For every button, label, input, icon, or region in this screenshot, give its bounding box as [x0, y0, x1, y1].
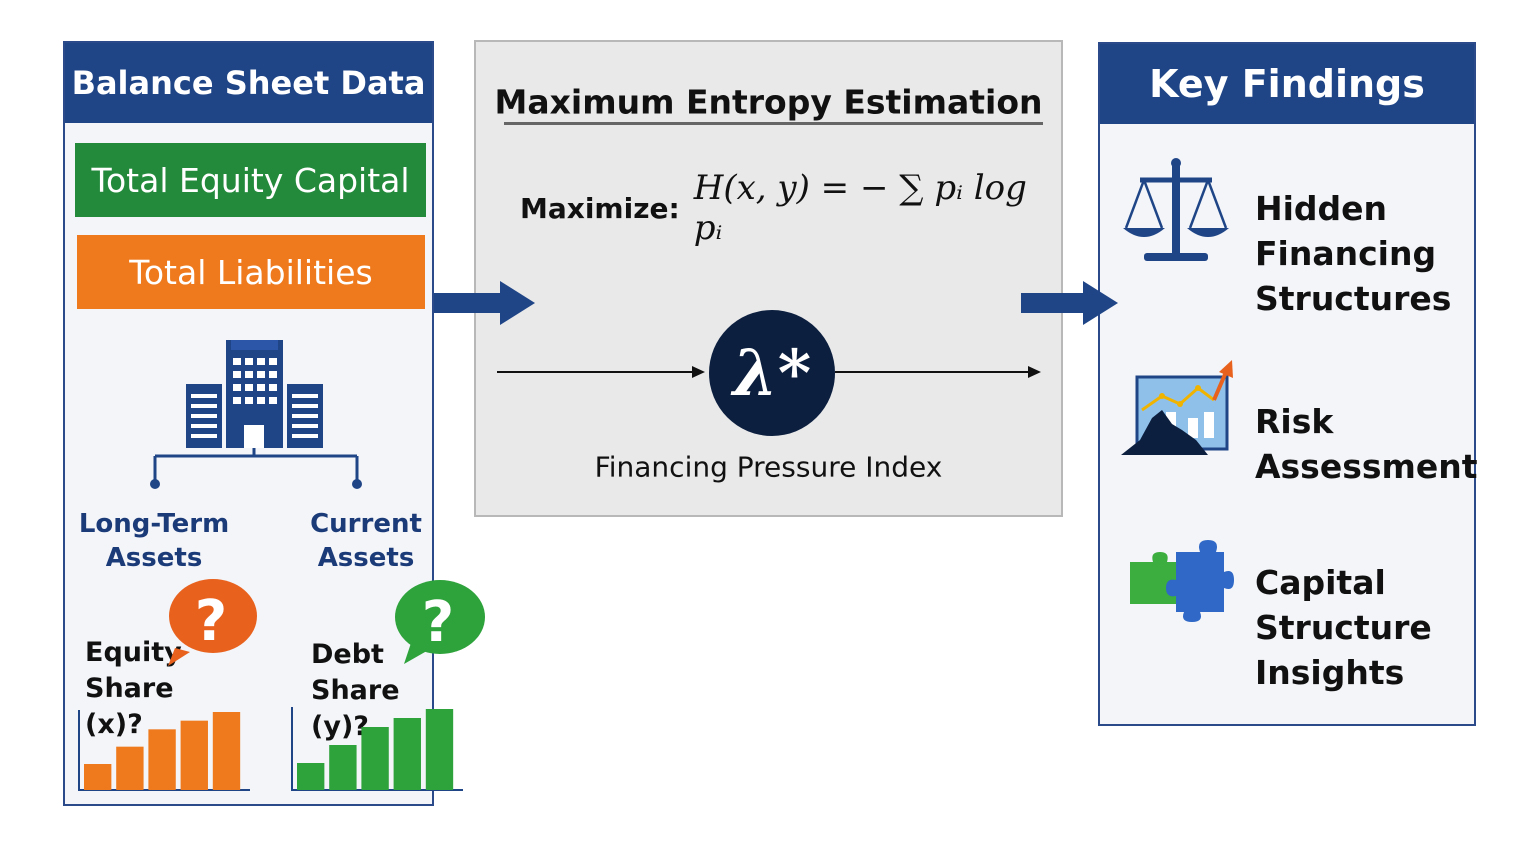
long-term-assets-label: Long-Term Assets [78, 509, 230, 573]
debt-share-label: Debt Share (y)? [311, 639, 400, 742]
key-findings-header: Key Findings [1100, 44, 1474, 124]
equity-share-chart [78, 710, 250, 791]
total-equity-capital-bar: Total Equity Capital [75, 143, 426, 217]
puzzle-icon [1130, 540, 1234, 622]
equity-question-bubble: ? [168, 579, 257, 666]
max-entropy-panel: Maximum Entropy Estimation Maximize: H(x… [474, 40, 1063, 517]
equity-chart-bar [116, 746, 144, 790]
left-to-center-arrow [434, 281, 535, 325]
lambda-flow-lines [497, 366, 1041, 378]
equity-chart-bar [212, 712, 241, 790]
finding-capital-structure: Capital Structure Insights [1255, 563, 1432, 692]
question-mark-green: ? [422, 590, 454, 655]
title-divider [504, 122, 1043, 125]
balance-sheet-header: Balance Sheet Data [65, 43, 432, 123]
branch-dot-left [150, 479, 160, 489]
center-to-right-arrow [1021, 281, 1118, 325]
debt-chart-bar [425, 709, 454, 790]
debt-chart-bar [329, 745, 357, 790]
formula-label: Maximize: [520, 191, 680, 225]
finding-risk-assessment: Risk Assessment [1255, 402, 1478, 486]
debt-share-chart [291, 707, 463, 791]
total-liabilities-bar: Total Liabilities [77, 235, 425, 309]
risk-chart-icon [1121, 360, 1233, 455]
debt-chart-bar [361, 727, 389, 790]
max-entropy-title: Maximum Entropy Estimation [494, 82, 1043, 122]
debt-chart-bar [393, 718, 421, 790]
asset-branch-connector [153, 448, 359, 483]
finding-hidden-financing: Hidden Financing Structures [1255, 189, 1452, 318]
financing-pressure-index-label: Financing Pressure Index [594, 450, 943, 484]
equity-chart-bar [84, 764, 112, 790]
entropy-formula: H(x, y) = − ∑ pᵢ log pᵢ [693, 168, 1027, 248]
question-mark-orange: ? [195, 589, 227, 654]
branch-dot-right [352, 479, 362, 489]
equity-chart-bar [180, 720, 208, 790]
formula-row: Maximize: H(x, y) = − ∑ pᵢ log pᵢ [520, 168, 1061, 248]
debt-chart-bar [297, 763, 325, 790]
equity-chart-bar [148, 729, 176, 790]
balance-sheet-panel: Balance Sheet Data Total Equity Capital … [63, 41, 434, 806]
current-assets-label: Current Assets [310, 509, 422, 573]
building-icon [186, 340, 323, 448]
scales-icon [1123, 158, 1229, 261]
lambda-star-node: λ* [709, 310, 835, 436]
equity-share-label: Equity Share (x)? [85, 637, 182, 740]
debt-question-bubble: ? [395, 580, 485, 664]
